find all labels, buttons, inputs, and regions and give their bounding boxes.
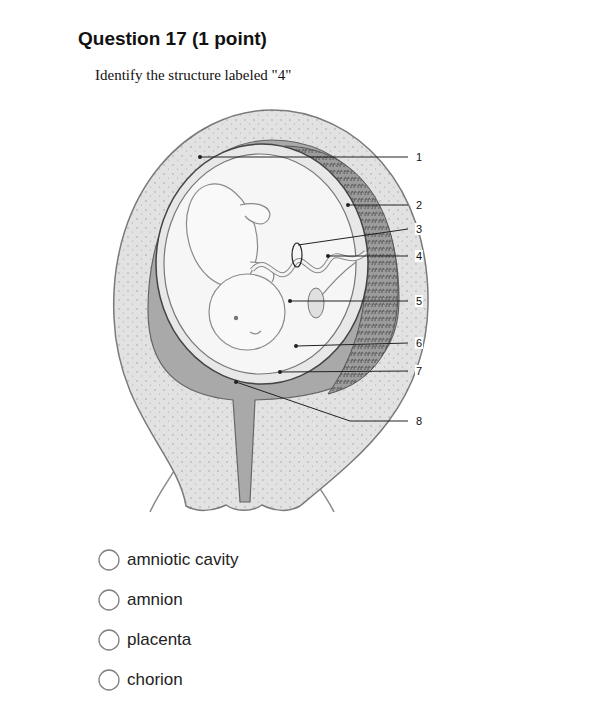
callout-number: 4	[415, 250, 423, 262]
leader-lines	[200, 157, 408, 421]
answer-option: placenta	[127, 630, 191, 650]
callout-number: 8	[415, 415, 423, 427]
chorion	[156, 144, 368, 384]
leader-dots	[198, 155, 350, 384]
question-title: Question 17 (1 point)	[78, 28, 267, 50]
callout-number: 6	[415, 337, 423, 349]
callout-number: 3	[415, 223, 423, 235]
callout-number: 2	[415, 199, 423, 211]
cord-marker	[292, 243, 302, 267]
fetus	[176, 176, 285, 350]
answer-option: amnion	[127, 590, 183, 610]
umbilical-cord-fill	[252, 252, 366, 275]
umbilical-cord	[252, 252, 366, 275]
yolk-sac	[308, 288, 324, 318]
uterine-wall	[114, 110, 428, 510]
question-prompt: Identify the structure labeled "4"	[95, 67, 291, 84]
callout-number: 5	[415, 295, 423, 307]
answer-option: chorion	[127, 670, 183, 690]
radio-buttons	[99, 550, 119, 690]
answer-option: amniotic cavity	[127, 550, 238, 570]
callout-number: 1	[415, 151, 423, 163]
callout-number: 7	[415, 365, 423, 377]
uterine-cavity	[148, 140, 399, 502]
